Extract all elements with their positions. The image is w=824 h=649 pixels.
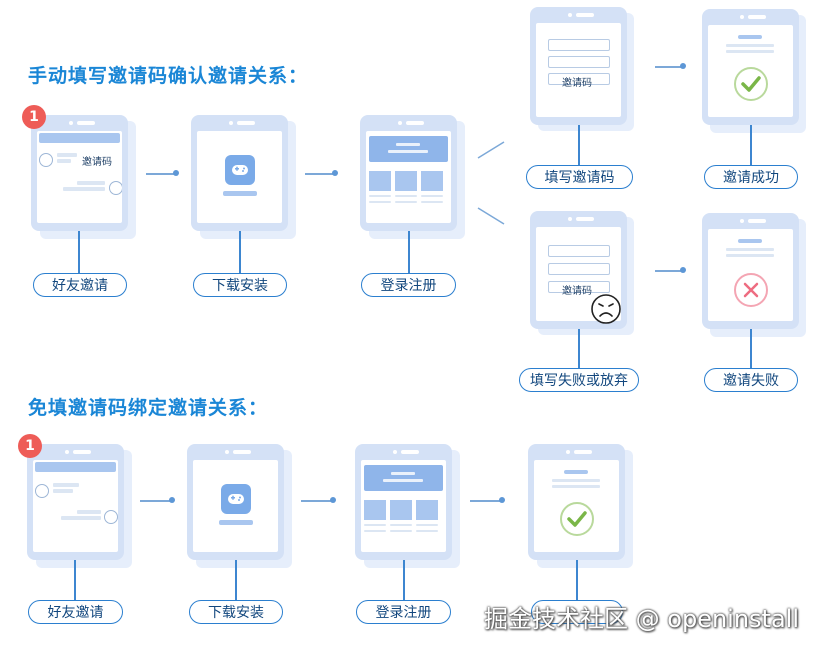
- auto-download-install-label: 下载安装: [189, 600, 283, 624]
- watermark: 掘金技术社区 @ openinstall: [484, 605, 799, 633]
- fail-cross-icon: [734, 273, 768, 307]
- auto-login-phone: [355, 444, 452, 560]
- gamepad-icon: [225, 155, 255, 185]
- auto-friend-invite-phone: [27, 444, 124, 560]
- auto-result-label-hidden: [531, 600, 623, 624]
- auto-section-title: 免填邀请码绑定邀请关系：: [28, 397, 269, 419]
- auto-success-phone: [528, 444, 625, 560]
- step-badge: 1: [18, 434, 42, 458]
- sad-face-icon: [591, 294, 621, 324]
- avatar-icon: [35, 484, 49, 498]
- manual-section-title: 手动填写邀请码确认邀请关系：: [28, 65, 309, 87]
- success-check-icon: [560, 502, 594, 536]
- fill-fail-label: 填写失败或放弃: [519, 368, 639, 392]
- avatar-icon: [109, 181, 122, 195]
- download-phone: [191, 115, 288, 231]
- fill-code-phone: 邀请码: [530, 7, 627, 125]
- failure-phone: [702, 213, 799, 329]
- invite-code-text: 邀请码: [82, 157, 112, 168]
- invite-fail-label: 邀请失败: [704, 368, 798, 392]
- login-register-label: 登录注册: [361, 273, 456, 297]
- avatar-icon: [104, 510, 118, 524]
- step-badge: 1: [22, 105, 46, 129]
- success-check-icon: [734, 67, 768, 101]
- fill-code-label: 填写邀请码: [526, 165, 633, 189]
- friend-invite-phone: 邀请码: [31, 115, 128, 231]
- download-install-label: 下载安装: [193, 273, 287, 297]
- code-field-text: 邀请码: [562, 286, 592, 297]
- invite-success-label: 邀请成功: [704, 165, 798, 189]
- auto-download-phone: [187, 444, 284, 560]
- friend-invite-label: 好友邀请: [33, 273, 127, 297]
- login-phone: [360, 115, 457, 231]
- auto-login-register-label: 登录注册: [356, 600, 451, 624]
- gamepad-icon: [221, 484, 251, 514]
- branch-lines: [477, 141, 505, 225]
- success-phone: [702, 9, 799, 125]
- auto-friend-invite-label: 好友邀请: [28, 600, 123, 624]
- avatar-icon: [39, 153, 53, 167]
- code-field-text: 邀请码: [562, 78, 592, 89]
